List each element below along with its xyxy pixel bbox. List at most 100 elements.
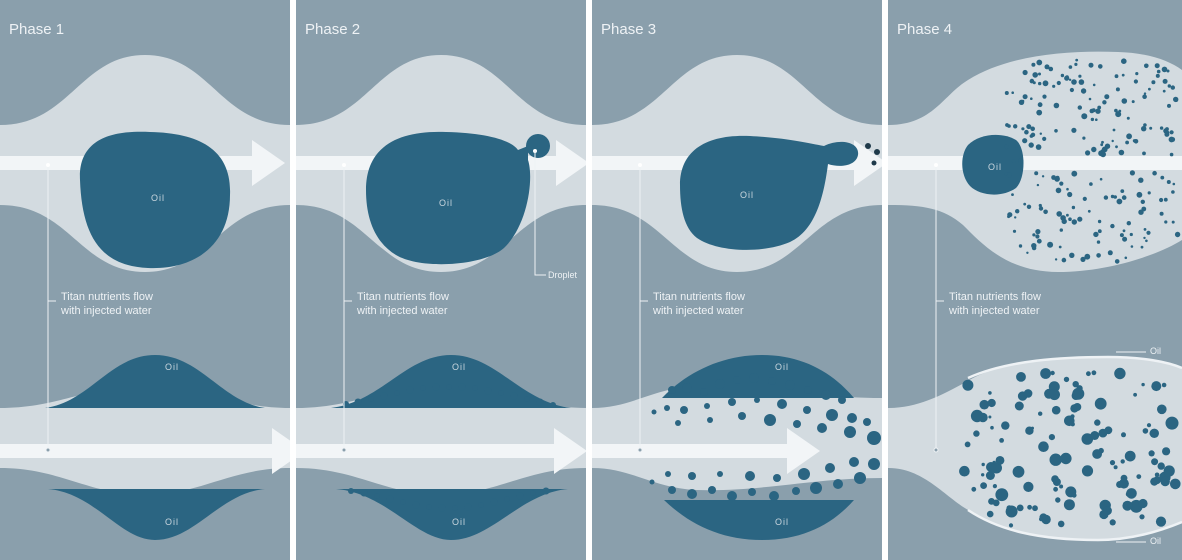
droplet (1122, 98, 1128, 104)
droplet (1112, 140, 1114, 142)
phase-3-panel: Phase 3 Oil Titan nutrients flow with in… (592, 0, 882, 560)
droplet (1039, 206, 1043, 210)
nutrient-text-line2: with injected water (357, 305, 448, 318)
droplet (1067, 192, 1072, 197)
droplet (990, 426, 994, 430)
droplet (1163, 90, 1166, 93)
phase-4-panel: Phase 4 Oil Titan nutrients flow with in… (888, 0, 1182, 560)
droplet (1164, 465, 1175, 476)
droplet (1121, 58, 1127, 64)
droplet (1088, 210, 1091, 213)
droplet (1121, 475, 1128, 482)
phase-title: Phase 2 (305, 21, 360, 38)
nutrient-text-line2: with injected water (653, 305, 744, 318)
nutrient-text-line2: with injected water (949, 305, 1040, 318)
droplet (1162, 383, 1167, 388)
lower-bottom-oil (48, 489, 265, 540)
droplet (1094, 419, 1100, 425)
droplet (1117, 199, 1123, 205)
droplet (1057, 81, 1061, 85)
droplet (1064, 499, 1075, 510)
droplet (1126, 492, 1131, 497)
droplet (1024, 130, 1029, 135)
droplet (1172, 221, 1175, 224)
droplet (1079, 79, 1085, 85)
droplet (1173, 183, 1176, 186)
droplet (1159, 198, 1163, 202)
droplet (1051, 475, 1059, 483)
droplet (1127, 117, 1130, 120)
droplet (1055, 497, 1060, 502)
droplet (1016, 372, 1026, 382)
droplet (1161, 477, 1170, 486)
droplet (1095, 398, 1107, 410)
droplet (1072, 493, 1077, 498)
droplet (1005, 172, 1008, 175)
droplet (1081, 88, 1086, 93)
droplet (1133, 139, 1136, 142)
droplet (1035, 234, 1039, 238)
droplet (1075, 59, 1078, 62)
droplet (1141, 383, 1144, 386)
droplet (999, 438, 1004, 443)
phase-3-diagram (592, 0, 882, 560)
droplet (1071, 171, 1077, 177)
droplet (1142, 94, 1147, 99)
droplet (993, 500, 1000, 507)
oil-label: Oil (452, 517, 466, 527)
droplet (986, 471, 995, 480)
droplet (1100, 143, 1103, 146)
droplet (1036, 110, 1042, 116)
droplet (1059, 182, 1063, 186)
droplet (1050, 454, 1062, 466)
droplet (1086, 371, 1091, 376)
droplet (1144, 64, 1149, 69)
droplet (1164, 220, 1167, 223)
droplet (1023, 203, 1026, 206)
droplet (1148, 88, 1151, 91)
droplet (1085, 150, 1090, 155)
droplet (1147, 423, 1151, 427)
droplet (980, 482, 987, 489)
droplet (1018, 158, 1023, 163)
droplet (1110, 519, 1116, 525)
droplet (1143, 123, 1147, 127)
droplet (1011, 193, 1014, 196)
droplet (1052, 406, 1061, 415)
droplet (1108, 250, 1113, 255)
droplet (1122, 195, 1127, 200)
droplet (1024, 389, 1033, 398)
droplet (988, 391, 992, 395)
droplet (1114, 109, 1118, 113)
droplet (1027, 205, 1031, 209)
lower-pore-channel (888, 357, 1182, 540)
droplet (1095, 118, 1098, 121)
droplet (1165, 127, 1169, 131)
droplet (1120, 233, 1124, 237)
droplet (1062, 258, 1067, 263)
droplet (1066, 188, 1069, 191)
droplet (1016, 210, 1019, 213)
droplet (1150, 478, 1158, 486)
droplet (1007, 215, 1010, 218)
droplet (1102, 100, 1106, 104)
droplet (1059, 485, 1063, 489)
droplet (1141, 246, 1144, 249)
droplet (1096, 253, 1101, 258)
droplet (1073, 403, 1081, 411)
droplet (1054, 129, 1058, 133)
droplet (1073, 381, 1079, 387)
droplet (1134, 79, 1138, 83)
droplet (1019, 100, 1024, 105)
droplet (1054, 103, 1060, 109)
droplet (1171, 190, 1175, 194)
droplet (1043, 210, 1048, 215)
droplet (995, 488, 1008, 501)
droplet (1009, 523, 1013, 527)
droplet (1025, 427, 1033, 435)
droplet (1092, 449, 1102, 459)
droplet (1122, 237, 1127, 242)
droplet (1133, 393, 1137, 397)
droplet (1111, 195, 1114, 198)
droplet (1040, 368, 1051, 379)
